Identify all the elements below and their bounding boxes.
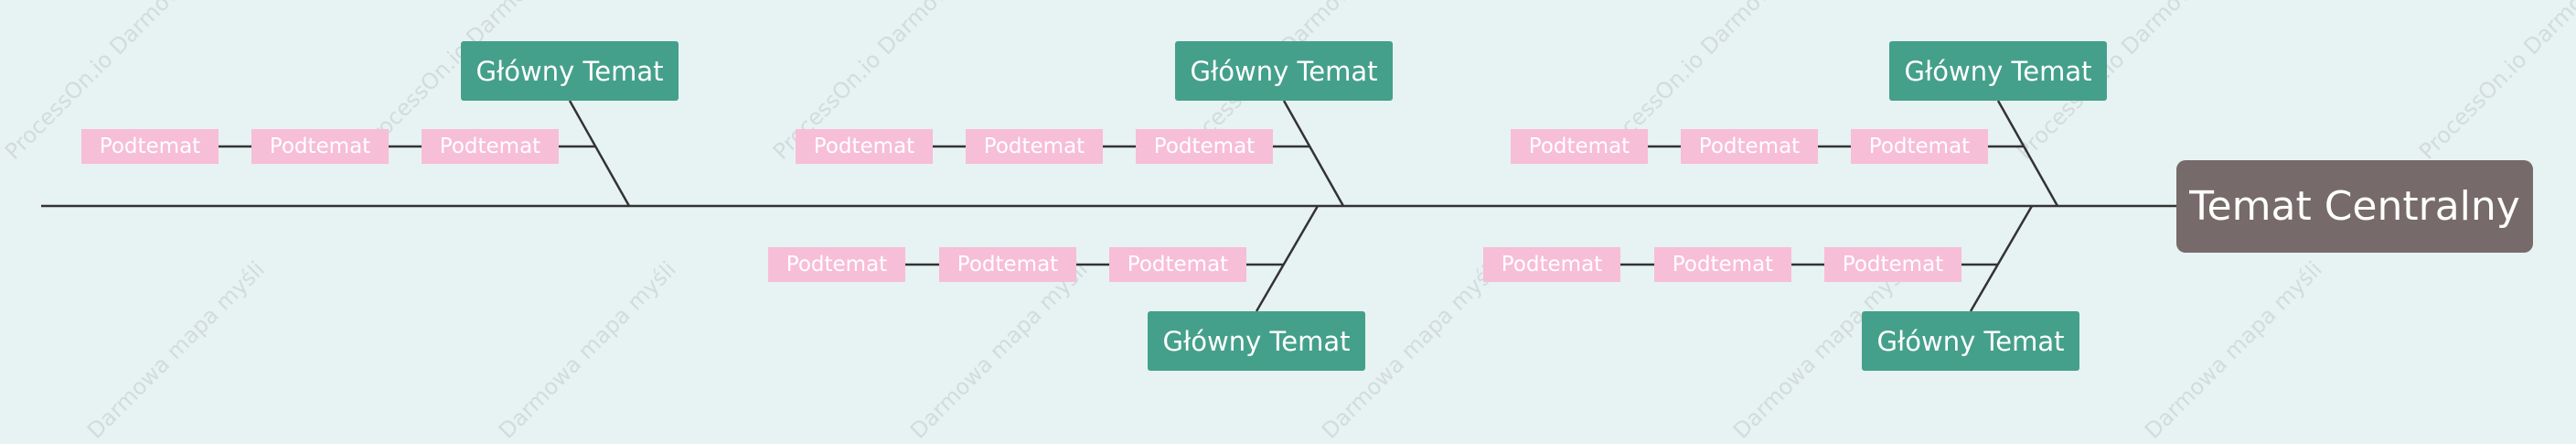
subtopic[interactable]: Podtemat <box>1824 247 1961 282</box>
central-topic[interactable]: Temat Centralny <box>2176 160 2533 253</box>
subtopic[interactable]: Podtemat <box>1483 247 1620 282</box>
main-topic[interactable]: Główny Temat <box>1862 311 2079 371</box>
subtopic[interactable]: Podtemat <box>1681 129 1818 164</box>
connector-lines <box>41 100 2178 312</box>
subtopic[interactable]: Podtemat <box>1511 129 1648 164</box>
subtopic[interactable]: Podtemat <box>796 129 933 164</box>
subtopic[interactable]: Podtemat <box>422 129 559 164</box>
subtopic[interactable]: Podtemat <box>251 129 389 164</box>
subtopic[interactable]: Podtemat <box>1851 129 1988 164</box>
subtopic[interactable]: Podtemat <box>1136 129 1273 164</box>
subtopic[interactable]: Podtemat <box>81 129 219 164</box>
bone-line <box>1996 100 2059 207</box>
subtopic[interactable]: Podtemat <box>1109 247 1246 282</box>
subtopic[interactable]: Podtemat <box>966 129 1103 164</box>
main-topic[interactable]: Główny Temat <box>1175 41 1393 101</box>
bone-line <box>1969 205 2034 312</box>
main-topic[interactable]: Główny Temat <box>1148 311 1365 371</box>
bone-line <box>1282 100 1345 207</box>
subtopic[interactable]: Podtemat <box>768 247 905 282</box>
main-topic[interactable]: Główny Temat <box>461 41 679 101</box>
subtopic[interactable]: Podtemat <box>1654 247 1791 282</box>
main-topic[interactable]: Główny Temat <box>1889 41 2107 101</box>
subtopic[interactable]: Podtemat <box>939 247 1076 282</box>
bone-line <box>1255 205 1320 312</box>
bone-line <box>568 100 631 207</box>
